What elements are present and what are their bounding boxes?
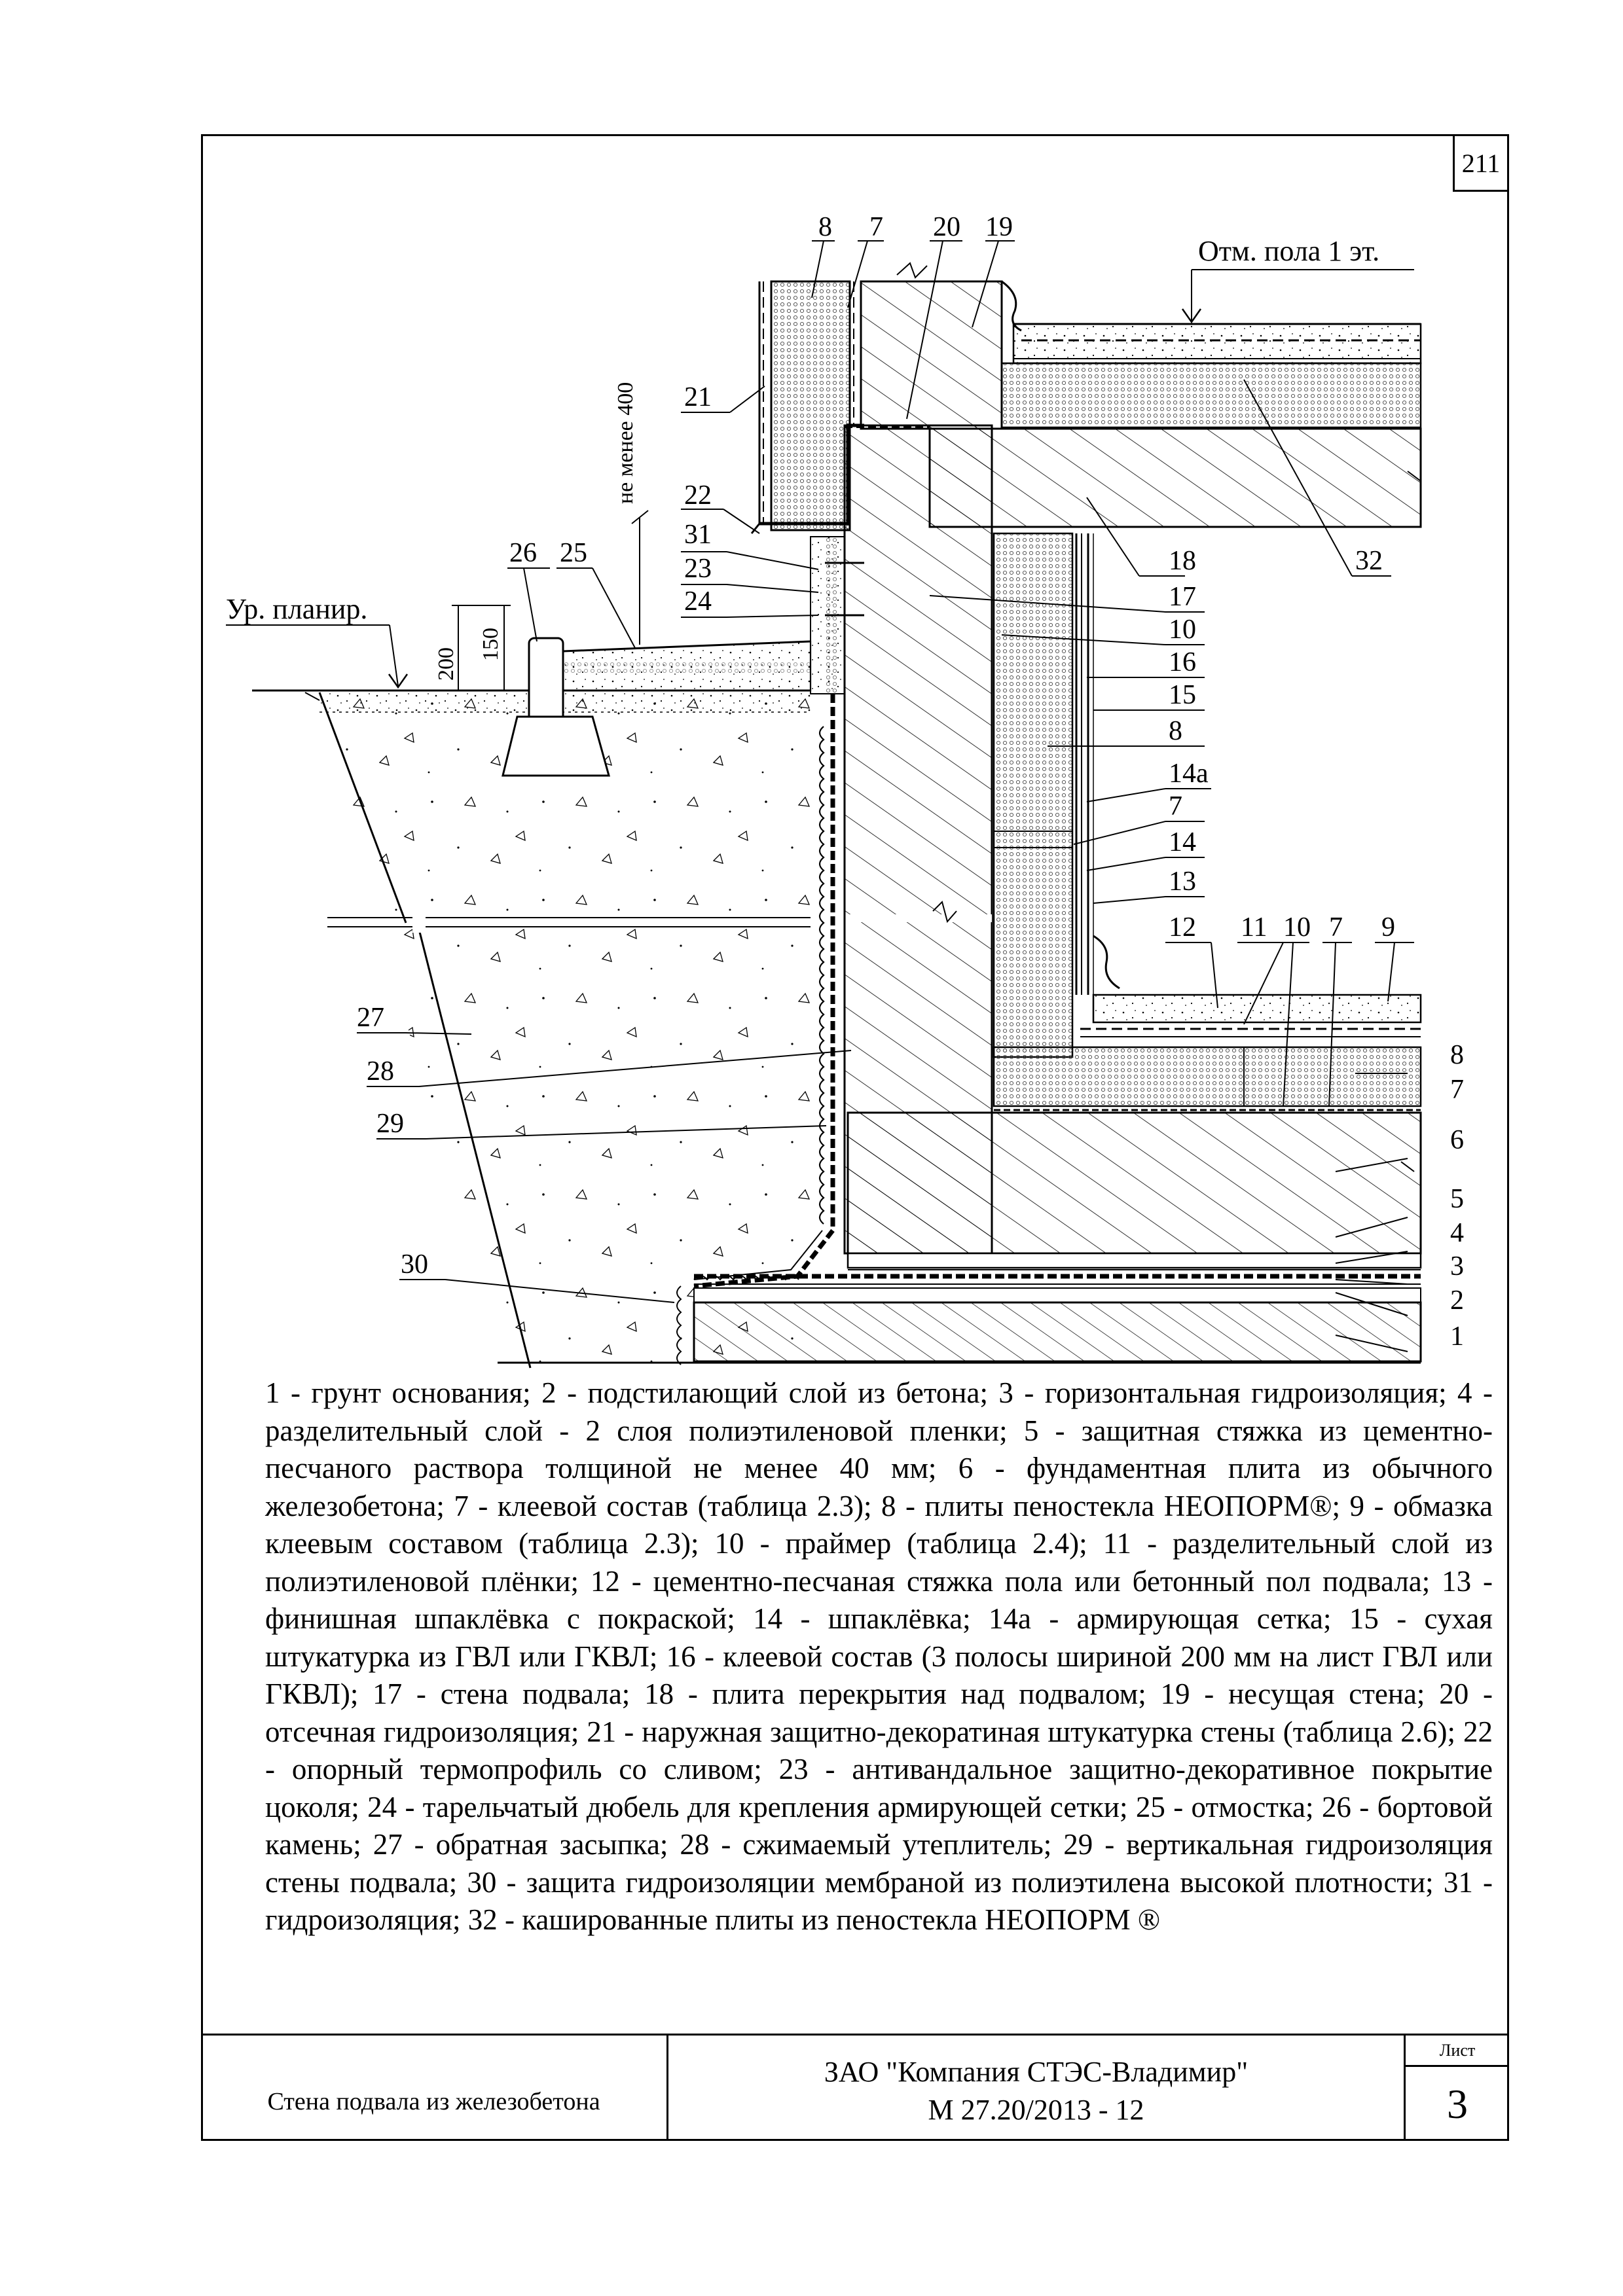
callout-7-lower: 7 xyxy=(1329,912,1343,942)
callout-16: 16 xyxy=(1169,647,1196,677)
callout-32: 32 xyxy=(1355,546,1383,576)
callout-11: 11 xyxy=(1241,912,1267,942)
callout-25: 25 xyxy=(560,538,587,568)
callout-8-mid: 8 xyxy=(1169,716,1182,746)
callout-17: 17 xyxy=(1169,582,1196,612)
callout-10-upper: 10 xyxy=(1169,615,1196,645)
min-height-label: не менее 400 xyxy=(613,382,638,504)
sheet-label: Лист xyxy=(1406,2036,1509,2067)
callout-12: 12 xyxy=(1169,912,1196,942)
callout-7-mid: 7 xyxy=(1169,791,1182,821)
backfill xyxy=(319,692,811,1368)
floor-level-label: Отм. пола 1 эт. xyxy=(1198,235,1379,267)
callout-31: 31 xyxy=(684,520,712,550)
callout-7-top: 7 xyxy=(869,212,883,242)
callout-14a: 14а xyxy=(1169,759,1209,789)
callout-3: 3 xyxy=(1450,1251,1464,1282)
drawing-name: Стена подвала из железобетона xyxy=(201,2036,668,2141)
callout-14: 14 xyxy=(1169,827,1196,857)
callout-20: 20 xyxy=(933,212,960,242)
sheet-number: 3 xyxy=(1447,2080,1468,2127)
callout-9: 9 xyxy=(1381,912,1395,942)
callout-7-right: 7 xyxy=(1450,1075,1464,1105)
callout-19: 19 xyxy=(985,212,1013,242)
callout-4: 4 xyxy=(1450,1218,1464,1248)
drawing-frame xyxy=(201,134,1509,2141)
callout-28: 28 xyxy=(367,1056,394,1086)
callout-30: 30 xyxy=(401,1249,428,1280)
callout-21: 21 xyxy=(684,382,712,412)
callout-22: 22 xyxy=(684,480,712,511)
callout-24: 24 xyxy=(684,586,712,617)
callout-8-right: 8 xyxy=(1450,1040,1464,1070)
page-number: 211 xyxy=(1453,134,1509,192)
callout-13: 13 xyxy=(1169,867,1196,897)
legend-text: 1 - грунт основания; 2 - подстилающий сл… xyxy=(265,1376,1493,1936)
foundation-slab xyxy=(847,1111,1422,1255)
callout-8-top: 8 xyxy=(818,212,832,242)
floor-slab xyxy=(928,427,1422,528)
company-cell: ЗАО "Компания СТЭС-Владимир" М 27.20/201… xyxy=(668,2036,1406,2141)
document-code: М 27.20/2013 - 12 xyxy=(928,2093,1144,2126)
callout-2: 2 xyxy=(1450,1285,1464,1316)
dim-150: 150 xyxy=(479,628,503,661)
callout-27: 27 xyxy=(357,1003,384,1033)
callout-6: 6 xyxy=(1450,1125,1464,1155)
callout-15: 15 xyxy=(1169,680,1196,710)
callout-10-lower: 10 xyxy=(1283,912,1311,942)
ground-level-label: Ур. планир. xyxy=(226,593,367,625)
dim-200: 200 xyxy=(434,647,458,681)
callout-29: 29 xyxy=(376,1109,404,1139)
callout-18: 18 xyxy=(1169,546,1196,576)
callout-23: 23 xyxy=(684,554,712,584)
company-name: ЗАО "Компания СТЭС-Владимир" xyxy=(824,2055,1249,2088)
bearing-wall xyxy=(860,280,1003,430)
sheet-cell: Лист 3 xyxy=(1406,2036,1509,2141)
callout-1: 1 xyxy=(1450,1321,1464,1352)
title-block: Стена подвала из железобетона ЗАО "Компа… xyxy=(201,2034,1509,2141)
callout-26: 26 xyxy=(509,538,537,568)
callout-5: 5 xyxy=(1450,1184,1464,1214)
